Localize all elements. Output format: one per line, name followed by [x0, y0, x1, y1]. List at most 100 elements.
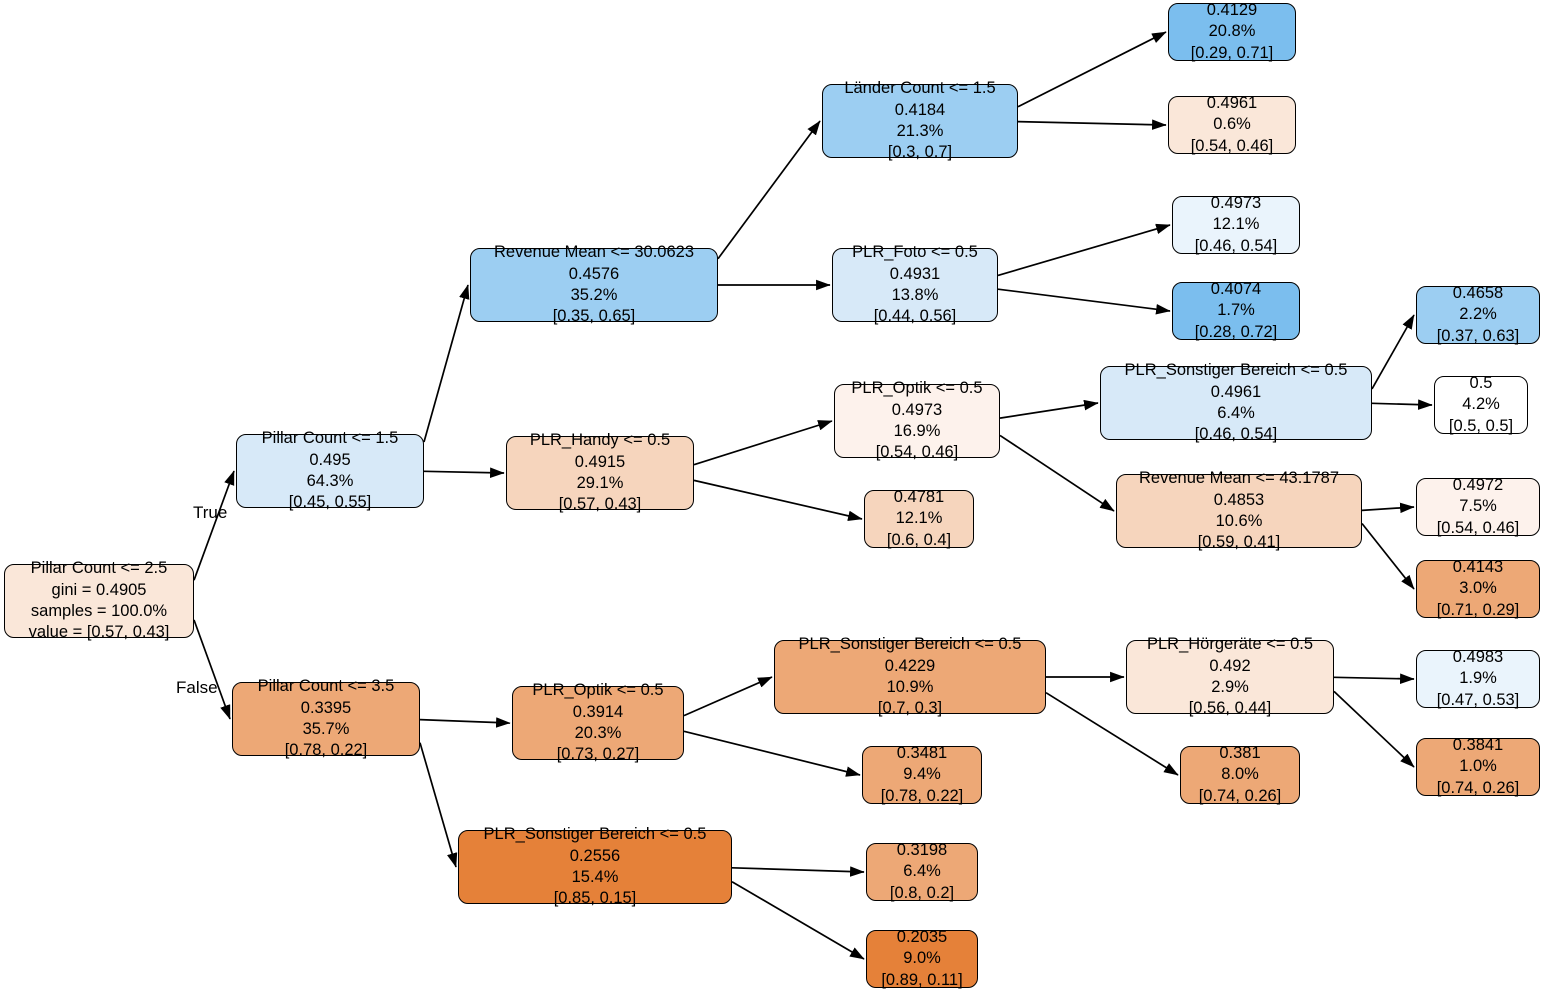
node-line: 10.9%	[886, 678, 934, 696]
node-line: 15.4%	[571, 868, 619, 886]
node-line: 10.6%	[1215, 512, 1263, 530]
node-line: 7.5%	[1459, 497, 1497, 516]
node-line: 16.9%	[893, 422, 941, 440]
node-line: 4.2%	[1462, 395, 1500, 414]
node-line: [0.54, 0.46]	[1436, 518, 1520, 537]
node-line: [0.85, 0.15]	[553, 889, 637, 908]
node-line: 1.9%	[1459, 669, 1497, 688]
node-line: [0.5, 0.5]	[1448, 416, 1514, 435]
node-line: 0.5	[1469, 373, 1493, 392]
node-line: 0.6%	[1213, 115, 1251, 134]
edge-n_revmean30-to-n_laender	[717, 120, 821, 260]
node-line: 20.8%	[1208, 22, 1256, 41]
node-line: [0.44, 0.56]	[873, 307, 957, 326]
edge-n_true-to-n_revmean30	[423, 284, 470, 443]
node-line: 12.1%	[895, 509, 943, 528]
node-line: gini = 0.4905	[51, 580, 147, 599]
edge-n_false-to-n_sonstiger_low	[419, 742, 458, 868]
node-line: 1.7%	[1217, 301, 1255, 320]
edge-n_laender-to-leaf_4961	[1017, 119, 1167, 130]
edge-label-false: False	[176, 678, 218, 697]
node-line: PLR_Sonstiger Bereich <= 0.5	[483, 825, 707, 844]
node-line: 2.2%	[1459, 305, 1497, 324]
node-line: 21.3%	[896, 122, 944, 140]
edge-n_handy-to-n_optik_up	[693, 420, 833, 466]
tree-node-n_sonstiger_low[interactable]: PLR_Sonstiger Bereich <= 0.5 0.2556 15.4% […	[458, 825, 732, 907]
tree-node-leaf_05[interactable]: 0.5 4.2% [0.5, 0.5]	[1434, 373, 1528, 435]
node-line: PLR_Foto <= 0.5	[852, 243, 978, 262]
edge-n_optik_up-to-n_revmean43	[999, 434, 1115, 512]
tree-node-leaf_4129[interactable]: 0.4129 20.8% [0.29, 0.71]	[1168, 0, 1296, 62]
node-line: 0.495	[309, 450, 351, 469]
node-line: 2.9%	[1211, 678, 1249, 696]
node-line: 0.4931	[889, 264, 941, 283]
node-line: [0.73, 0.27]	[556, 745, 640, 764]
node-line: 0.4973	[891, 400, 943, 419]
node-line: 0.4972	[1452, 475, 1504, 494]
node-line: [0.45, 0.55]	[288, 493, 372, 512]
edge-label-true: True	[193, 503, 228, 522]
node-line: 0.3914	[572, 702, 624, 721]
node-line: 0.492	[1209, 656, 1251, 675]
node-line: 0.2556	[569, 846, 621, 865]
edge-n_true-to-n_handy	[423, 467, 505, 478]
node-line: 35.7%	[302, 720, 350, 738]
edge-n_sonstiger_low-to-leaf_2035	[731, 880, 865, 960]
node-line: 0.3481	[896, 743, 948, 762]
tree-node-leaf_4972[interactable]: 0.4972 7.5% [0.54, 0.46]	[1416, 475, 1540, 537]
node-line: 0.4961	[1210, 382, 1262, 401]
node-line: PLR_Optik <= 0.5	[532, 681, 664, 700]
node-line: Pillar Count <= 1.5	[261, 429, 399, 448]
node-line: 3.0%	[1459, 579, 1497, 598]
node-line: 0.4961	[1206, 93, 1258, 112]
node-line: 0.4129	[1206, 0, 1258, 19]
node-line: Pillar Count <= 2.5	[30, 559, 168, 578]
node-line: 0.381	[1219, 743, 1261, 762]
node-line: [0.29, 0.71]	[1190, 43, 1274, 62]
node-line: [0.46, 0.54]	[1194, 236, 1278, 255]
node-line: 0.3841	[1452, 735, 1504, 754]
node-line: 35.2%	[570, 286, 618, 304]
edge-n_sonstiger_up-to-leaf_4658	[1371, 314, 1415, 390]
node-line: 6.4%	[903, 862, 941, 881]
node-line: 9.4%	[903, 765, 941, 784]
tree-node-root[interactable]: Pillar Count <= 2.5 gini = 0.4905 samples …	[4, 559, 194, 641]
node-line: 9.0%	[903, 949, 941, 968]
node-line: 0.4074	[1210, 279, 1262, 298]
node-line: 0.4229	[884, 656, 936, 675]
node-line: samples = 100.0%	[30, 602, 168, 620]
node-line: [0.8, 0.2]	[889, 883, 955, 902]
node-line: [0.3, 0.7]	[887, 143, 953, 162]
node-line: 29.1%	[576, 474, 624, 492]
node-line: [0.71, 0.29]	[1436, 600, 1520, 619]
edge-n_optik_up-to-n_sonstiger_up	[999, 399, 1099, 419]
node-line: [0.46, 0.54]	[1194, 425, 1278, 444]
node-line: 0.4973	[1210, 193, 1262, 212]
edge-root-to-n_false	[193, 619, 231, 720]
